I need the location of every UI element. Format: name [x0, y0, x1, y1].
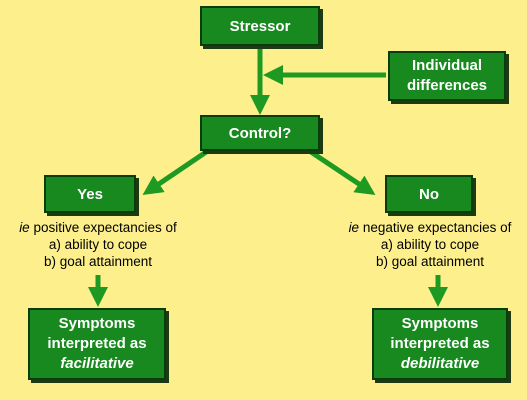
individual-differences-line-1: Individual — [411, 57, 482, 74]
no-caption-ie: ie — [348, 220, 360, 235]
yes-caption: ie positive expectancies of a) ability t… — [0, 219, 196, 270]
individual-differences-line-2: differences — [406, 77, 488, 94]
control-box: Control? — [200, 115, 320, 151]
facilitative-line-2: interpreted as — [47, 335, 147, 352]
no-caption-line-3: b) goal attainment — [375, 254, 485, 269]
no-caption-line-1-rest: negative expectancies of — [359, 220, 512, 235]
yes-label: Yes — [77, 185, 103, 203]
stressor-label: Stressor — [229, 17, 291, 35]
debilitative-box: Symptoms interpreted as debilitative — [372, 308, 508, 380]
yes-caption-line-1-rest: positive expectancies of — [29, 220, 177, 235]
facilitative-box: Symptoms interpreted as facilitative — [28, 308, 166, 380]
no-box: No — [385, 175, 473, 213]
yes-box: Yes — [44, 175, 136, 213]
arrow-control-to-yes — [142, 145, 214, 196]
debilitative-line-2: interpreted as — [390, 335, 490, 352]
control-label: Control? — [228, 124, 292, 142]
yes-caption-line-3: b) goal attainment — [43, 254, 153, 269]
no-label: No — [419, 185, 439, 203]
facilitative-line-3: facilitative — [60, 355, 134, 372]
debilitative-line-1: Symptoms — [401, 315, 479, 332]
individual-differences-box: Individual differences — [388, 51, 506, 101]
no-caption-line-1: ie negative expectancies of — [333, 219, 527, 236]
yes-caption-line-1: ie positive expectancies of — [0, 219, 196, 236]
yes-caption-ie: ie — [19, 220, 30, 235]
stressor-box: Stressor — [200, 6, 320, 46]
no-caption-line-2: a) ability to cope — [380, 237, 480, 252]
debilitative-line-3: debilitative — [400, 355, 480, 372]
no-caption: ie negative expectancies of a) ability t… — [333, 219, 527, 270]
facilitative-line-1: Symptoms — [58, 315, 136, 332]
arrow-control-to-no — [303, 145, 376, 195]
yes-caption-line-2: a) ability to cope — [48, 237, 148, 252]
